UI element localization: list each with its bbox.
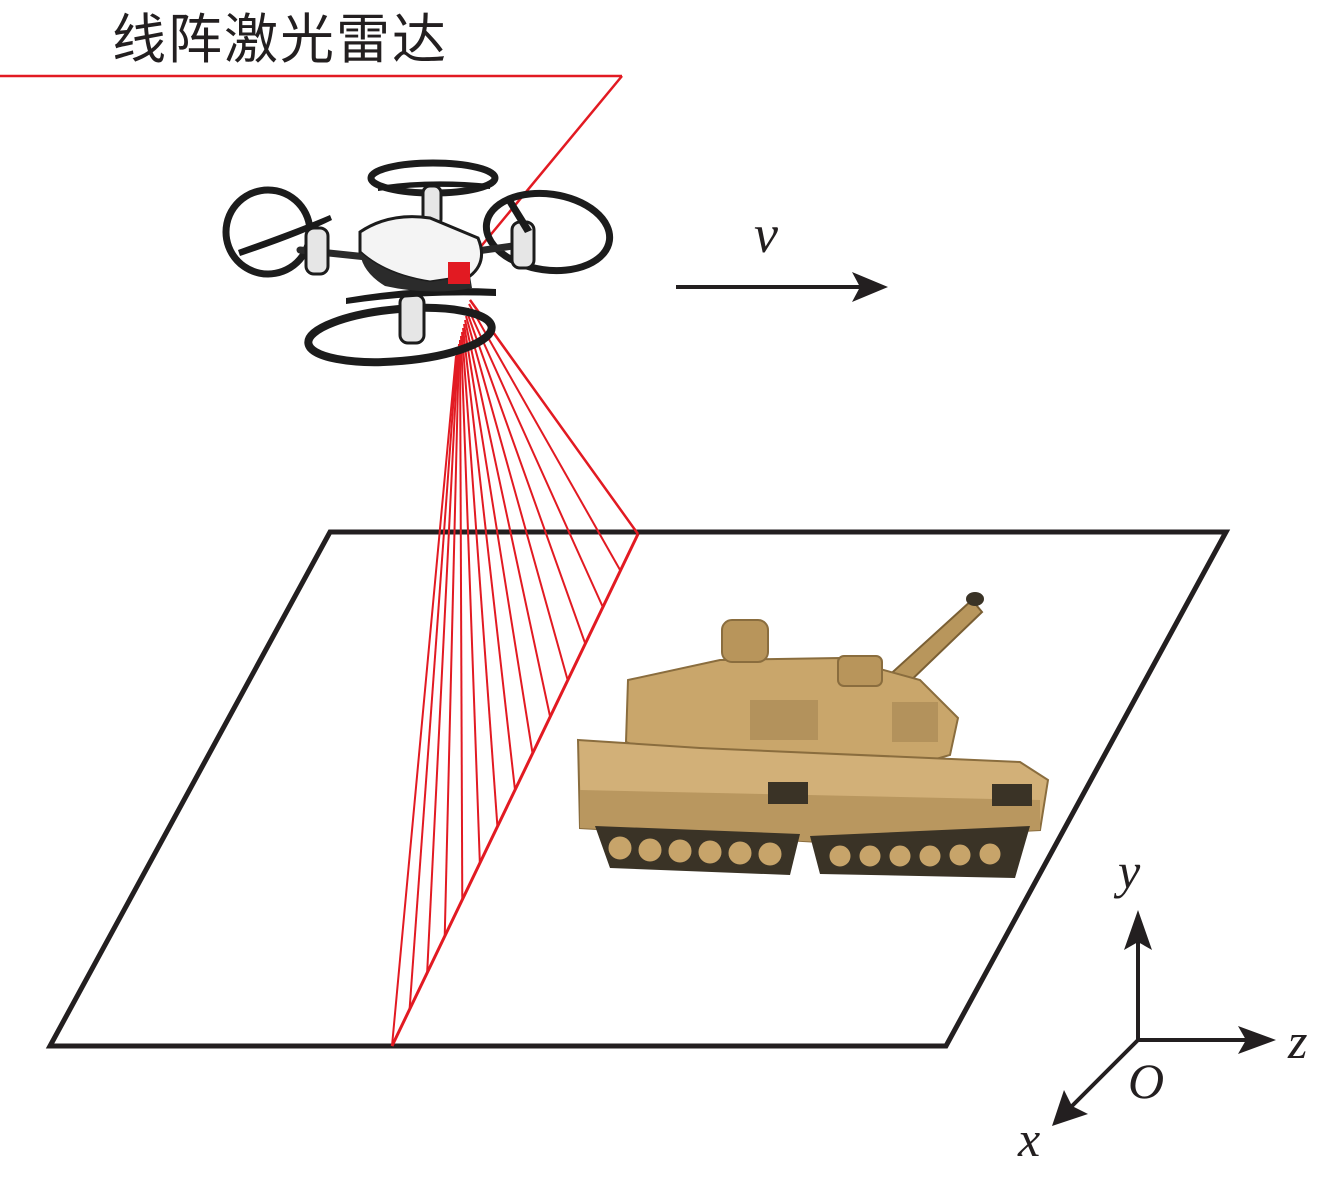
laser-beam: [465, 315, 569, 681]
ground-plane: [45, 529, 1231, 1049]
laser-beam: [466, 311, 587, 645]
laser-beam: [462, 327, 516, 791]
z-axis-label: z: [1287, 1013, 1307, 1069]
velocity-arrow: [676, 272, 888, 302]
laser-beam: [460, 335, 481, 864]
laser-beam: [426, 347, 459, 973]
laser-beam: [461, 331, 499, 827]
y-axis-label: y: [1113, 843, 1141, 899]
origin-label: O: [1128, 1053, 1164, 1109]
laser-fan: [391, 299, 640, 1047]
laser-scan-outline: [0, 74, 623, 251]
laser-beam: [467, 307, 604, 608]
battle-tank-icon: [576, 592, 1050, 878]
laser-beam: [468, 303, 622, 572]
laser-beam: [463, 323, 534, 754]
lidar-sensor-icon: [448, 262, 470, 284]
x-axis-label: x: [1017, 1111, 1040, 1167]
quadcopter-drone-icon: [222, 159, 614, 367]
laser-beam: [391, 355, 457, 1047]
laser-beam: [464, 319, 552, 718]
diagram-title: 线阵激光雷达: [112, 8, 448, 71]
laser-beam: [443, 343, 460, 937]
laser-fan-edge: [468, 299, 640, 535]
laser-beam: [459, 339, 464, 900]
velocity-label: v: [754, 204, 778, 264]
coordinate-axes: [1052, 910, 1276, 1126]
laser-beam: [408, 351, 458, 1010]
laser-footprint-line: [390, 533, 640, 1047]
